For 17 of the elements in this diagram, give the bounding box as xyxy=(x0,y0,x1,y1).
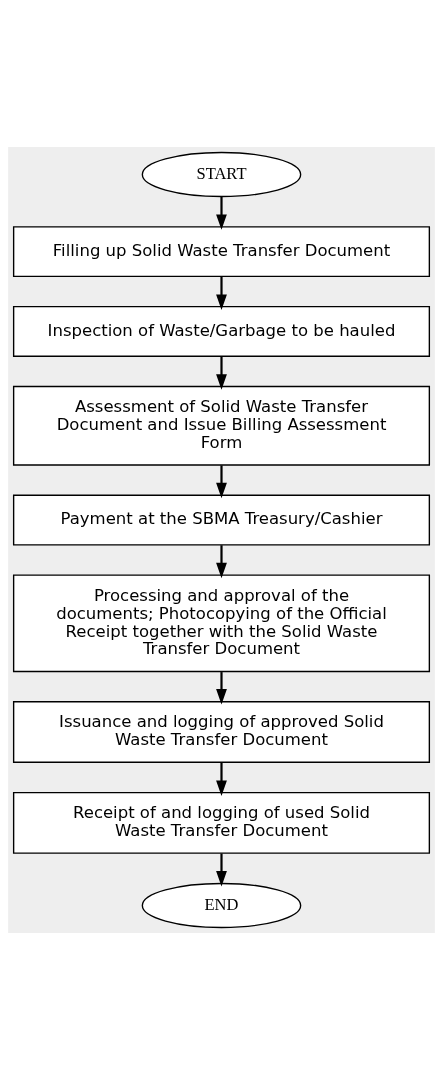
node-box: Filling up Solid Waste Transfer Document xyxy=(12,225,431,277)
arrow xyxy=(216,196,227,230)
node-box: Payment at the SBMA Treasury/Cashier xyxy=(12,494,431,545)
node-ellipse: START xyxy=(141,151,302,197)
node-box: Receipt of and logging of used Solid Waste Transfer Document xyxy=(12,791,431,854)
node-box: Assessment of Solid Waste Transfer Document and Issue Billing Assessment Form xyxy=(12,385,431,466)
arrow xyxy=(216,544,227,578)
arrow xyxy=(216,671,227,705)
arrow xyxy=(216,762,227,796)
arrow xyxy=(216,276,227,310)
node-box: Processing and approval of the documents; Photocopying of the Official Receipt together with the Solid Waste Transfer Document xyxy=(12,573,431,672)
arrow xyxy=(216,355,227,390)
node-box: Inspection of Waste/Garbage to be hauled xyxy=(12,305,431,357)
node-box: Issuance and logging of approved Solid Waste Transfer Document xyxy=(12,700,431,763)
node-ellipse: END xyxy=(141,882,302,928)
arrow xyxy=(216,464,227,498)
arrow xyxy=(216,853,227,886)
